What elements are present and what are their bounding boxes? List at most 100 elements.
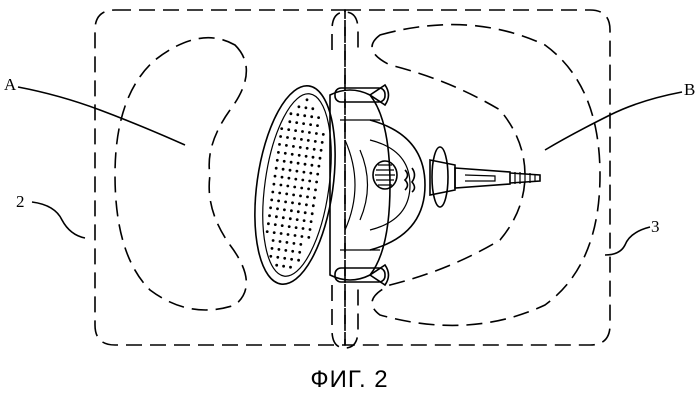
perforation-hole — [307, 188, 310, 191]
perforation-hole — [308, 131, 311, 134]
perforation-hole — [283, 257, 286, 260]
perforation-hole — [311, 107, 314, 110]
perforation-hole — [284, 249, 287, 252]
perforation-hole — [278, 143, 281, 146]
perforation-hole — [267, 222, 270, 225]
perforation-hole — [294, 178, 297, 181]
perforation-hole — [300, 138, 303, 141]
perforation-hole — [306, 147, 309, 150]
perforation-hole — [298, 251, 301, 254]
perforation-hole — [286, 241, 289, 244]
left-inner-contour — [115, 38, 246, 310]
perforation-hole — [301, 130, 304, 133]
perforation-hole — [315, 181, 318, 184]
perforation-hole — [315, 132, 318, 135]
perforation-hole — [303, 219, 306, 222]
perforation-hole — [298, 154, 301, 157]
perforation-hole — [292, 194, 295, 197]
perforation-hole — [273, 183, 276, 186]
stem — [455, 168, 510, 188]
perforation-hole — [316, 124, 319, 127]
perforated-oval-head — [243, 81, 346, 290]
perforation-hole — [294, 234, 297, 237]
perforation-hole — [309, 123, 312, 126]
perforation-hole — [312, 204, 315, 207]
perforation-hole — [282, 168, 285, 171]
perforation-hole — [268, 214, 271, 217]
perforation-hole — [320, 149, 323, 152]
perforation-hole — [293, 186, 296, 189]
perforation-hole — [299, 146, 302, 149]
leader-line-a — [18, 87, 185, 145]
perforation-hole — [309, 228, 312, 231]
perforation-hole — [291, 153, 294, 156]
stem-slot — [465, 175, 495, 181]
perforation-hole — [297, 259, 300, 262]
perforation-hole — [282, 216, 285, 219]
perforation-hole — [296, 170, 299, 173]
perforation-hole — [319, 157, 322, 160]
perforation-hole — [286, 136, 289, 139]
knob-hub — [430, 160, 455, 195]
perforation-hole — [293, 242, 296, 245]
perforation-hole — [269, 206, 272, 209]
perforation-hole — [270, 199, 273, 202]
figure-caption: ФИГ. 2 — [0, 366, 699, 394]
perforation-hole — [305, 203, 308, 206]
perforation-hole — [301, 235, 304, 238]
perforation-hole — [306, 196, 309, 199]
right-panel-outline — [345, 10, 610, 345]
mechanism-inner-lines — [340, 120, 380, 250]
perforation-hole — [277, 151, 280, 154]
perforation-hole — [288, 225, 291, 228]
perforation-hole — [276, 207, 279, 210]
perforation-hole — [291, 201, 294, 204]
perforation-hole — [313, 148, 316, 151]
perforation-hole — [305, 155, 308, 158]
perforation-hole — [307, 139, 310, 142]
perforation-hole — [278, 192, 281, 195]
perforation-hole — [290, 209, 293, 212]
perforation-hole — [302, 227, 305, 230]
perforation-hole — [283, 208, 286, 211]
perforation-hole — [296, 113, 299, 116]
perforation-hole — [292, 145, 295, 148]
perforation-hole — [269, 255, 272, 258]
perforation-hole — [290, 161, 293, 164]
perforation-hole — [310, 115, 313, 118]
perforation-hole — [299, 243, 302, 246]
perforation-hole — [312, 156, 315, 159]
perforation-hole — [271, 191, 274, 194]
perforation-hole — [285, 144, 288, 147]
perforation-hole — [287, 128, 290, 131]
perforation-hole — [314, 189, 317, 192]
label-3: 3 — [651, 217, 660, 236]
perforation-hole — [284, 201, 287, 204]
perforation-hole — [273, 231, 276, 234]
perforation-hole — [303, 171, 306, 174]
perforation-hole — [309, 172, 312, 175]
perforation-hole — [310, 220, 313, 223]
perforation-hole — [300, 187, 303, 190]
perforation-hole — [295, 226, 298, 229]
left-panel-outline — [95, 10, 345, 345]
perforation-hole — [283, 160, 286, 163]
perforation-hole — [275, 264, 278, 267]
perforation-hole — [286, 185, 289, 188]
perforation-hole — [281, 176, 284, 179]
perforation-hole — [318, 165, 321, 168]
perforation-hole — [314, 140, 317, 143]
perforation-hole — [284, 152, 287, 155]
perforation-hole — [316, 173, 319, 176]
perforation-hole — [289, 169, 292, 172]
perforation-hole — [288, 120, 291, 123]
perforation-hole — [271, 247, 274, 250]
perforation-hole — [266, 230, 269, 233]
perforation-hole — [279, 135, 282, 138]
perforation-hole — [290, 112, 293, 115]
perforation-hole — [279, 240, 282, 243]
perforation-hole — [304, 163, 307, 166]
perforation-hole — [302, 122, 305, 125]
perforation-hole — [313, 196, 316, 199]
